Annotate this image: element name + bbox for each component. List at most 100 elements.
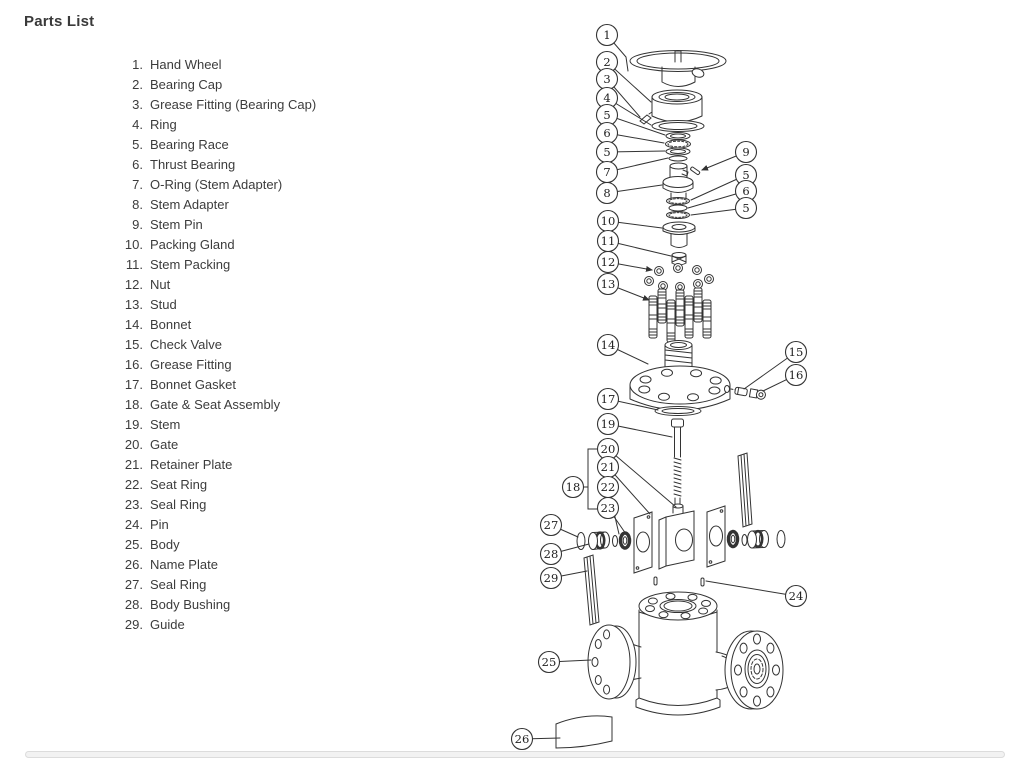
- callout-5: 5: [690, 163, 758, 201]
- part-number: 6.: [132, 157, 143, 172]
- part-number: 11.: [125, 257, 143, 272]
- part-name: Packing Gland: [150, 237, 235, 252]
- nuts-part: [644, 263, 714, 292]
- page-title: Parts List: [24, 13, 95, 30]
- callout-22: 22: [596, 475, 620, 535]
- callout-number: 5: [742, 201, 749, 215]
- name-plate-part: [555, 715, 613, 749]
- part-name: Seal Ring: [150, 497, 207, 512]
- parts-list-item: 8.Stem Adapter: [97, 195, 316, 215]
- part-name: Gate: [150, 437, 179, 452]
- callout-number: 14: [601, 338, 616, 352]
- part-name: Name Plate: [150, 557, 218, 572]
- part-name: Stud: [150, 297, 177, 312]
- callout-number: 5: [742, 168, 749, 182]
- callout-9: 9: [701, 140, 758, 171]
- seat-ring-left-part: [612, 531, 632, 550]
- part-number: 21.: [124, 457, 143, 472]
- callout-number: 11: [601, 234, 616, 248]
- part-name: Body Bushing: [150, 597, 231, 612]
- grease-fitting-cap-part: [639, 111, 653, 125]
- gate-part: [658, 503, 695, 570]
- bonnet-part: [629, 340, 737, 411]
- body-part: [587, 591, 784, 716]
- callout-26: 26: [510, 727, 561, 751]
- callout-11: 11: [596, 229, 672, 257]
- part-number: 25.: [124, 537, 143, 552]
- callout-16: 16: [762, 363, 808, 392]
- callout-number: 7: [603, 165, 610, 179]
- callout-13: 13: [596, 272, 650, 301]
- parts-list-item: 21.Retainer Plate: [97, 455, 316, 475]
- callout-number: 1: [603, 28, 610, 42]
- part-name: Stem Packing: [150, 257, 231, 272]
- callout-18: 18: [561, 475, 585, 499]
- callout-number: 2: [603, 55, 610, 69]
- callout-24: 24: [705, 580, 808, 608]
- callout-number: 8: [603, 186, 610, 200]
- parts-list-item: 6.Thrust Bearing: [97, 155, 316, 175]
- part-number: 13.: [124, 297, 143, 312]
- hand-wheel-part: [629, 50, 727, 87]
- grease-fitting-part: [748, 388, 766, 400]
- parts-list-item: 16.Grease Fitting: [97, 355, 316, 375]
- callout-number: 19: [601, 417, 616, 431]
- part-name: Nut: [150, 277, 171, 292]
- callout-number: 16: [789, 368, 804, 382]
- parts-list-item: 25. Body: [97, 535, 316, 555]
- parts-list-item: 9. Stem Pin: [97, 215, 316, 235]
- part-name: Bonnet: [150, 317, 192, 332]
- callout-number: 6: [603, 126, 610, 140]
- parts-list-item: 17.Bonnet Gasket: [97, 375, 316, 395]
- callout-number: 10: [601, 214, 616, 228]
- part-number: 7.: [132, 177, 143, 192]
- part-name: Guide: [150, 617, 185, 632]
- callout-number: 28: [544, 547, 559, 561]
- ring-stack-lower: [666, 197, 690, 219]
- callout-number: 9: [742, 145, 749, 159]
- callout-17: 17: [596, 387, 659, 411]
- part-name: Gate & Seat Assembly: [150, 397, 281, 412]
- body-bushing-left-part: [588, 531, 610, 550]
- callout-5: 5: [595, 140, 666, 164]
- parts-list-item: 26.Name Plate: [97, 555, 316, 575]
- parts-list-item: 24. Pin: [97, 515, 316, 535]
- part-number: 14.: [124, 317, 143, 332]
- callout-number: 25: [542, 655, 557, 669]
- parts-list-item: 1.Hand Wheel: [97, 55, 316, 75]
- callout-2: 2: [595, 50, 652, 103]
- parts-list-item: 18.Gate & Seat Assembly: [97, 395, 316, 415]
- part-number: 24.: [124, 517, 143, 532]
- part-number: 4.: [132, 117, 143, 132]
- stem-part: [671, 418, 684, 507]
- parts-list-item: 2.Bearing Cap: [97, 75, 316, 95]
- part-number: 17.: [124, 377, 143, 392]
- callout-5: 5: [595, 103, 666, 136]
- callout-number: 27: [544, 518, 559, 532]
- callout-number: 21: [601, 460, 616, 474]
- callout-28: 28: [539, 542, 590, 566]
- part-number: 8.: [132, 197, 143, 212]
- part-name: Ring: [150, 117, 177, 132]
- part-number: 9.: [132, 217, 143, 232]
- callout-15: 15: [743, 340, 808, 390]
- body-bushing-right-part: [747, 529, 786, 549]
- callout-21: 21: [596, 455, 651, 515]
- parts-list-item: 4. Ring: [97, 115, 316, 135]
- part-number: 1.: [132, 57, 143, 72]
- callout-number: 15: [789, 345, 804, 359]
- guide-right-part: [737, 452, 753, 528]
- part-number: 2.: [132, 77, 143, 92]
- horizontal-scrollbar[interactable]: [25, 751, 1005, 758]
- callout-number: 12: [601, 255, 616, 269]
- part-name: Body: [150, 537, 180, 552]
- part-name: Pin: [150, 517, 169, 532]
- part-number: 27.: [124, 577, 143, 592]
- stem-adapter-part: [662, 162, 694, 201]
- callout-number: 17: [601, 392, 616, 406]
- part-name: Bearing Race: [150, 137, 229, 152]
- retainer-plate-right-part: [706, 505, 726, 568]
- part-name: Stem Pin: [150, 217, 203, 232]
- callout-number: 5: [603, 108, 610, 122]
